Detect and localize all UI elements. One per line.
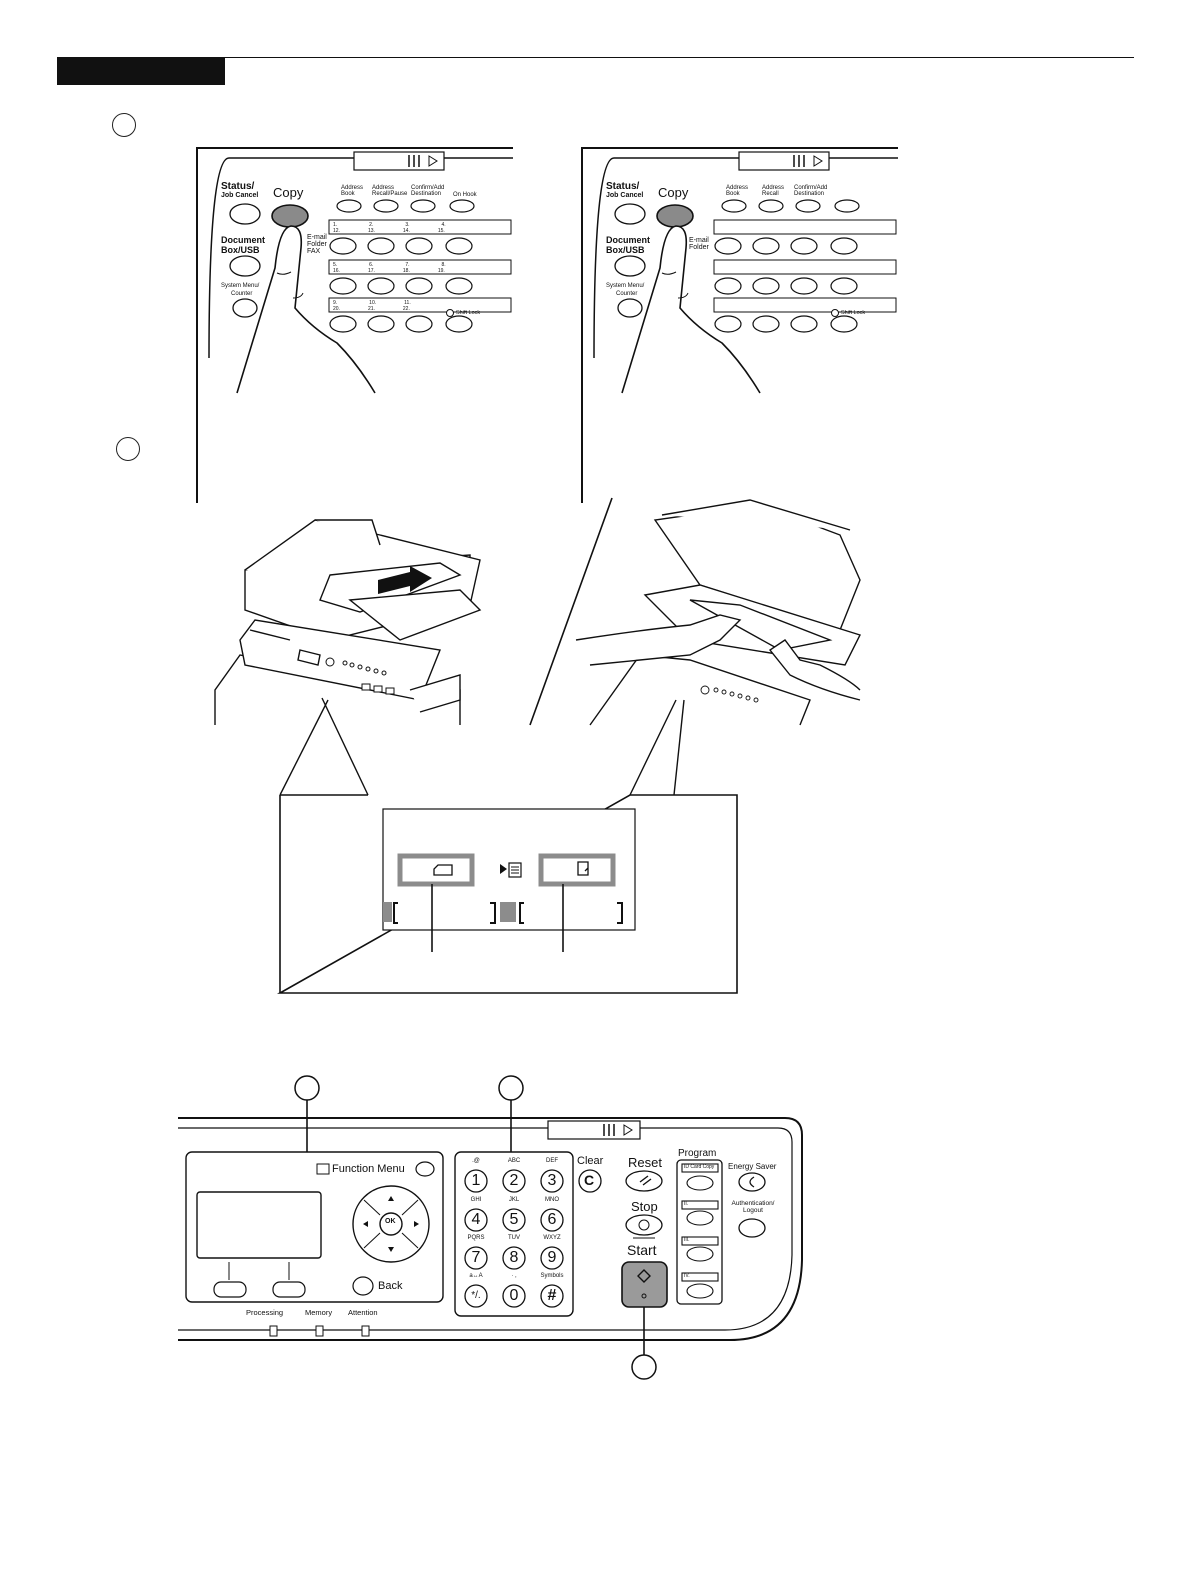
memory-label: Memory <box>305 1308 332 1317</box>
key-sub-label: · , <box>505 1273 523 1279</box>
shift-lock-label: Shift Lock <box>456 310 480 316</box>
copy-label: Copy <box>658 185 688 200</box>
key-sub-label: TUV <box>505 1235 523 1241</box>
stop-label: Stop <box>631 1199 658 1214</box>
key-sub-label: PQRS <box>467 1235 485 1241</box>
key-6[interactable]: 6 <box>543 1211 561 1229</box>
key-9[interactable]: 9 <box>543 1249 561 1267</box>
function-menu-label: Function Menu <box>332 1163 405 1175</box>
key-sub-label: MNO <box>543 1197 561 1203</box>
key-hash[interactable]: # <box>543 1287 561 1305</box>
one-touch-row: 20.21.22. <box>333 306 410 312</box>
key-7[interactable]: 7 <box>467 1249 485 1267</box>
energy-saver-label: Energy Saver <box>728 1162 776 1171</box>
start-button[interactable] <box>622 1262 667 1307</box>
key-sub-label: WXYZ <box>541 1235 563 1241</box>
key-0[interactable]: 0 <box>505 1287 523 1305</box>
program-key-label: III. <box>684 1237 690 1243</box>
copy-panel-labels-left: Status/ Job Cancel Copy Document Box/USB… <box>197 148 517 398</box>
paper-size-field <box>541 856 613 884</box>
key-1[interactable]: 1 <box>467 1172 485 1190</box>
one-touch-row: 16.17.18.19. <box>333 268 445 274</box>
shift-lock-label: Shift Lock <box>841 310 865 316</box>
status-label: Status/ <box>221 181 254 192</box>
copy-label: Copy <box>273 185 303 200</box>
key-sub-label: .@ <box>467 1158 485 1164</box>
reset-label: Reset <box>628 1155 662 1170</box>
key-2[interactable]: 2 <box>505 1172 523 1190</box>
status-label: Status/ <box>606 181 639 192</box>
start-label: Start <box>627 1242 657 1258</box>
key-3[interactable]: 3 <box>543 1172 561 1190</box>
folder-label: Folder <box>689 244 709 251</box>
email-label: E-mail <box>689 237 709 244</box>
authentication-label: Authentication/Logout <box>727 1200 779 1214</box>
counter-label: Counter <box>231 291 252 297</box>
folder-label: Folder <box>307 241 327 248</box>
document-label: Document <box>221 235 265 245</box>
callout-2-marker <box>499 1076 523 1100</box>
original-size-field <box>400 856 472 884</box>
box-usb-label: Box/USB <box>221 245 260 255</box>
back-label: Back <box>378 1280 402 1292</box>
callout-3-marker <box>632 1355 656 1379</box>
document-processor-illustration <box>215 520 480 725</box>
email-label: E-mail <box>307 234 327 241</box>
key-star[interactable]: */. <box>465 1290 487 1301</box>
document-label: Document <box>606 235 650 245</box>
key-sub-label: JKL <box>505 1197 523 1203</box>
attention-label: Attention <box>348 1308 378 1317</box>
job-cancel-label: Job Cancel <box>221 192 258 199</box>
processing-label: Processing <box>246 1308 283 1317</box>
program-key-label: II. <box>684 1201 688 1207</box>
message-display <box>197 1192 321 1258</box>
key-8[interactable]: 8 <box>505 1249 523 1267</box>
program-key-label: IV. <box>684 1273 690 1279</box>
box-usb-label: Box/USB <box>606 245 645 255</box>
program-label: Program <box>678 1148 716 1159</box>
key-sub-label: Symbols <box>539 1273 565 1279</box>
on-hook-label: On Hook <box>453 192 477 198</box>
one-touch-row: 12.13.14.15. <box>333 228 445 234</box>
id-card-copy-label: ID Card Copy <box>684 1164 714 1170</box>
key-sub-label: a↔A <box>465 1273 487 1279</box>
counter-label: Counter <box>616 291 637 297</box>
system-menu-label: System Menu/ <box>221 283 259 289</box>
ok-label: OK <box>385 1218 396 1225</box>
clear-label: Clear <box>577 1155 603 1167</box>
key-sub-label: GHI <box>467 1197 485 1203</box>
callout-1-marker <box>295 1076 319 1100</box>
key-sub-label: ABC <box>505 1158 523 1164</box>
fax-label: FAX <box>307 248 320 255</box>
key-4[interactable]: 4 <box>467 1211 485 1229</box>
key-5[interactable]: 5 <box>505 1211 523 1229</box>
system-menu-label: System Menu/ <box>606 283 644 289</box>
clear-key-glyph[interactable]: C <box>584 1172 594 1188</box>
job-cancel-label: Job Cancel <box>606 192 643 199</box>
key-sub-label: DEF <box>543 1158 561 1164</box>
numeric-keypad[interactable]: .@ ABC DEF 1 2 3 GHI JKL MNO 4 5 6 PQRS … <box>455 1152 573 1316</box>
copy-panel-labels-right: Status/ Job Cancel Copy Document Box/USB… <box>582 148 892 398</box>
